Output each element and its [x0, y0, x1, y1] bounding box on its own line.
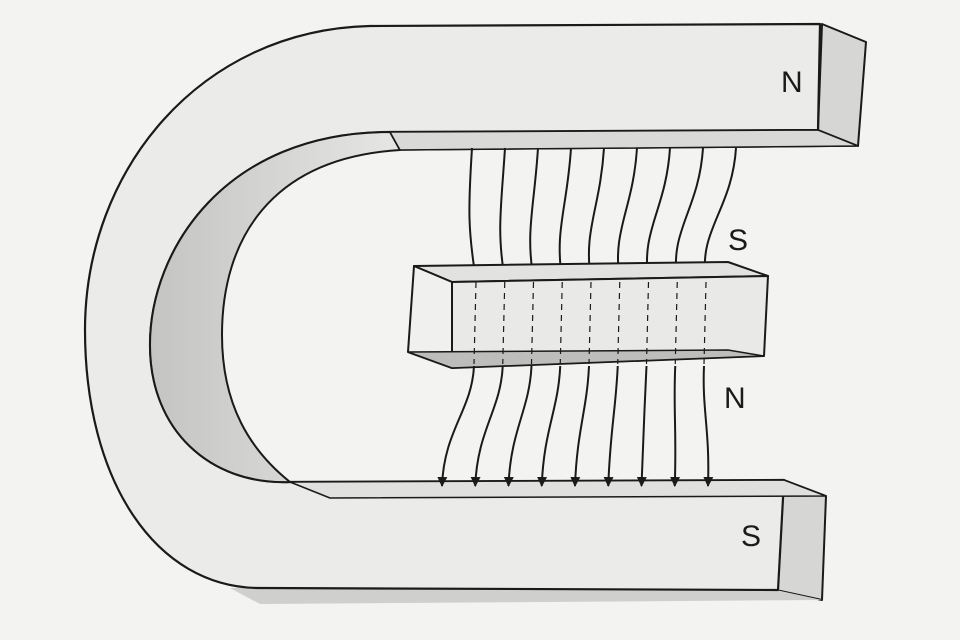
field-line-inside-bar: [703, 281, 707, 365]
field-line-inside-bar: [559, 281, 563, 365]
field-lines-inside-bar: [473, 281, 707, 365]
bar-magnet-north-label: N: [724, 382, 746, 415]
field-line-lower-arrow: [537, 365, 562, 487]
field-line-lower-arrow: [503, 365, 533, 487]
field-lines-upper: [468, 147, 737, 281]
field-line-lower-arrow: [603, 365, 619, 487]
field-line-inside-bar: [674, 281, 678, 365]
field-lines-lower: [437, 365, 714, 487]
field-line-upper: [499, 147, 506, 281]
field-line-inside-bar: [645, 281, 650, 365]
horseshoe-inner-surface: [149, 131, 401, 484]
horseshoe-bottom-depth: [230, 588, 822, 604]
field-line-upper: [675, 147, 704, 281]
field-line-inside-bar: [473, 281, 477, 365]
field-line-lower-arrow: [670, 365, 681, 487]
field-line-lower-arrow: [636, 365, 648, 487]
field-line-inside-bar: [502, 281, 506, 365]
field-line-lower-arrow: [470, 365, 504, 487]
field-line-inside-bar: [617, 281, 621, 365]
field-line-lower-arrow: [702, 365, 714, 487]
bar-magnet: [407, 261, 769, 369]
horseshoe-magnet: [83, 22, 867, 604]
field-line-upper: [587, 147, 605, 281]
field-line-upper: [558, 147, 572, 281]
field-line-upper: [703, 147, 737, 281]
horseshoe-north-label: N: [781, 66, 803, 99]
field-line-lower-arrow: [437, 365, 475, 487]
field-line-upper: [645, 147, 671, 281]
horseshoe-south-label: S: [741, 520, 761, 553]
field-line-upper: [529, 147, 539, 281]
field-line-inside-bar: [588, 281, 592, 365]
field-line-lower-arrow: [570, 365, 590, 487]
bar-magnet-bottom-edge: [407, 349, 765, 369]
horseshoe-north-end-face: [817, 23, 867, 147]
horseshoe-lower-arm-top-face: [289, 479, 827, 499]
field-line-upper: [616, 147, 638, 281]
bar-magnet-south-label: S: [728, 224, 748, 257]
field-line-inside-bar: [530, 281, 535, 365]
field-line-upper: [468, 147, 477, 281]
horseshoe-top-arm-underside-face: [389, 129, 859, 151]
